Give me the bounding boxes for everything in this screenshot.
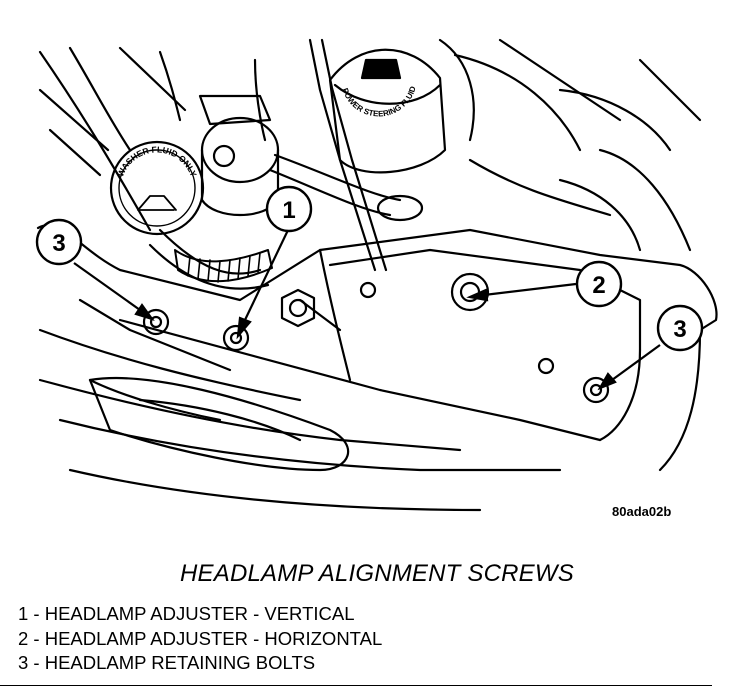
figure-id: 80ada02b (612, 504, 672, 519)
callout-number-1: 1 (282, 197, 295, 224)
washer-fluid-label: WASHER FLUID ONLY (115, 144, 199, 178)
callout-circle-1 (265, 185, 313, 233)
svg-text:WASHER FLUID ONLY: WASHER FLUID ONLY (115, 144, 199, 178)
callout-number-3-left: 3 (52, 230, 65, 257)
callout-circle-3-right (656, 304, 704, 352)
svg-text:POWER STEERING FLUID: POWER STEERING FLUID (340, 85, 417, 119)
engine-bay-illustration: WASHER FLUID ONLY POWER STEERING FLUID 1… (35, 38, 718, 512)
callout-number-3-right: 3 (673, 316, 686, 343)
legend-item: 3 - HEADLAMP RETAINING BOLTS (18, 652, 316, 673)
legend: 1 - HEADLAMP ADJUSTER - VERTICAL 2 - HEA… (18, 602, 382, 676)
callout-circle-2 (575, 260, 623, 308)
legend-item: 2 - HEADLAMP ADJUSTER - HORIZONTAL (18, 627, 383, 649)
legend-item: 1 - HEADLAMP ADJUSTER - VERTICAL (18, 603, 355, 624)
power-steering-fluid-label: POWER STEERING FLUID (340, 85, 417, 119)
callout-circle-3-left (35, 218, 83, 266)
bottom-rule (0, 685, 712, 686)
callout-number-2: 2 (592, 272, 605, 299)
figure-caption: HEADLAMP ALIGNMENT SCREWS (180, 560, 574, 587)
